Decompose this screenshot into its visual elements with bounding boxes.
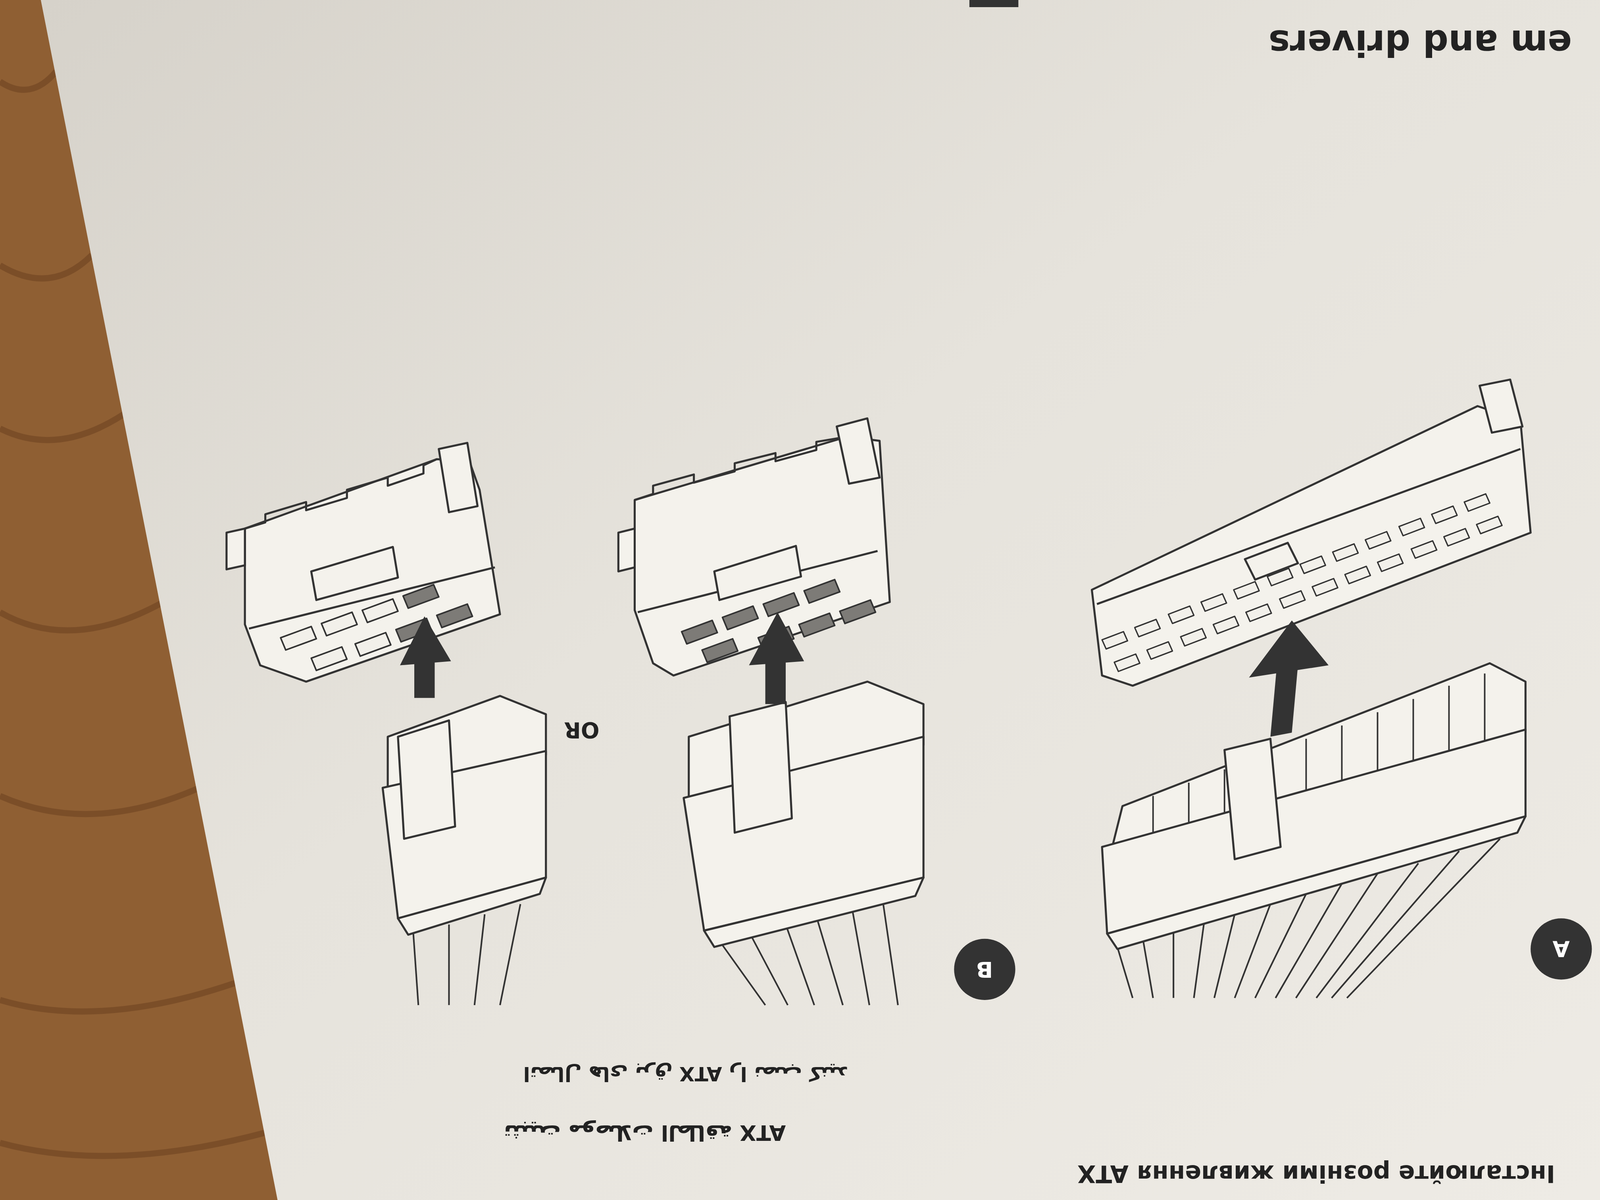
atx-24pin-socket	[1091, 379, 1531, 686]
heading-ar: تثبيت موصلات الطاقة ATX	[503, 1120, 787, 1145]
section-heading: em and drivers	[1268, 22, 1572, 64]
eps-4pin-plug	[382, 696, 546, 1006]
heading-fa: اتصال های برق ATX را نصب کنید	[523, 1061, 849, 1085]
insert-arrow	[400, 616, 452, 699]
heading-uk: Інсталюйте розніми живлення ATX	[1077, 1159, 1556, 1188]
callout-disc	[953, 938, 1016, 1000]
insert-arrow	[1248, 620, 1329, 737]
callout-disc	[1530, 918, 1592, 980]
eps-8pin-socket	[618, 418, 890, 676]
callout-letter: A	[1552, 936, 1570, 962]
eps-4pin-socket	[226, 442, 500, 682]
eps-8pin-plug	[683, 681, 924, 1006]
atx-24pin-plug	[1101, 663, 1526, 998]
or-label: OR	[563, 717, 600, 743]
insert-arrow	[748, 612, 804, 704]
callout-letter: B	[976, 956, 994, 983]
